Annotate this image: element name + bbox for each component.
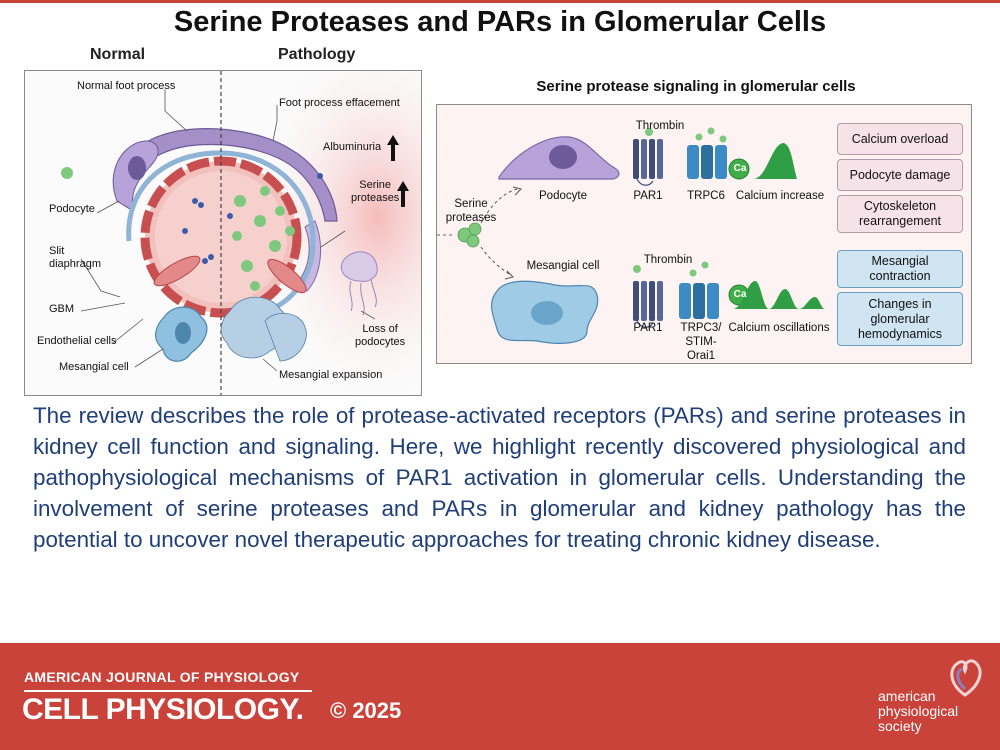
- signal-label-trpc6: TRPC6: [687, 190, 725, 202]
- podocyte-foot-layer: [124, 128, 338, 222]
- podocyte-par1-receptor: [633, 139, 663, 186]
- label-endothelial-cells: Endothelial cells: [37, 335, 117, 347]
- label-loss-of-podocytes: Loss of podocytes: [355, 323, 406, 348]
- signaling-title: Serine protease signaling in glomerular …: [536, 78, 856, 95]
- mesangial-trpc3-channel: [679, 283, 719, 319]
- podocyte-ca-ion: [728, 158, 750, 180]
- label-podocyte: Podocyte: [49, 203, 95, 215]
- summary-text: The review describes the role of proteas…: [33, 403, 966, 552]
- effect-podocyte-damage: Podocyte damage: [837, 159, 963, 191]
- label-leader-lines: [80, 89, 376, 372]
- signal-label-mesangial-ca: Ca: [733, 289, 747, 300]
- society-name: american physiological society: [878, 688, 959, 734]
- signaling-podocyte-nucleus: [549, 145, 577, 169]
- signal-label-podocyte: Podocyte: [539, 190, 587, 202]
- signal-label-mesangial-thrombin: Thrombin: [643, 254, 693, 266]
- journal-footer: AMERICAN JOURNAL OF PHYSIOLOGY CELL PHYS…: [0, 643, 1000, 750]
- signal-label-mesangial-par1: PAR1: [633, 322, 663, 334]
- mesangial-nucleus: [175, 322, 191, 344]
- endothelial-cell: [153, 255, 201, 287]
- journal-rule: [24, 690, 312, 692]
- podocyte-trpc6-channel: [687, 145, 727, 179]
- label-albuminuria: Albuminuria: [323, 141, 382, 153]
- label-gbm: GBM: [49, 303, 75, 315]
- signaling-mesangial-nucleus: [531, 301, 563, 325]
- label-mesangial-expansion: Mesangial expansion: [279, 369, 383, 381]
- effect-glomerular-hemodynamics: Changes in glomerular hemodynamics: [837, 292, 963, 346]
- label-mesangial-cell: Mesangial cell: [59, 361, 129, 373]
- protease-arrow-head: [397, 181, 409, 191]
- journal-name-small: AMERICAN JOURNAL OF PHYSIOLOGY: [24, 669, 300, 685]
- effect-mesangial-contraction: Mesangial contraction: [837, 250, 963, 288]
- signal-label-podocyte-thrombin: Thrombin: [635, 120, 685, 132]
- protease-cluster: [457, 222, 482, 248]
- arrowhead-mesangial: [504, 270, 514, 280]
- signal-label-podocyte-par1: PAR1: [633, 190, 663, 202]
- protease-arrow-shaft: [401, 189, 405, 207]
- aps-logo-icon: [950, 659, 982, 697]
- pathology-label: Pathology: [278, 46, 356, 63]
- mesangial-ion-particles: [689, 261, 709, 277]
- copyright-year: © 2025: [330, 698, 402, 723]
- mesangial-thrombin-particle: [633, 265, 641, 273]
- signal-label-calcium-oscillations: Calcium oscillations: [728, 322, 830, 334]
- mesangial-par1-receptor: [633, 281, 663, 328]
- label-foot-process-effacement: Foot process effacement: [279, 97, 400, 109]
- label-slit-diaphragm: Slit diaphragm: [49, 245, 101, 270]
- serine-protease-particles: [61, 167, 295, 291]
- label-serine-proteases: Serine proteases: [351, 179, 400, 204]
- albuminuria-arrow-shaft: [391, 143, 395, 161]
- label-normal-foot-process: Normal foot process: [77, 80, 176, 92]
- effect-cytoskeleton-rearrangement: Cytoskeleton rearrangement: [837, 195, 963, 233]
- signaling-drawing: [437, 127, 825, 344]
- signal-label-podocyte-ca: Ca: [733, 163, 747, 174]
- normal-label: Normal: [90, 46, 146, 63]
- podocyte-ion-particles: [695, 127, 727, 143]
- podocyte-nucleus: [128, 156, 146, 180]
- arrowhead-podocyte: [512, 186, 522, 196]
- signal-label-mesangial-cell: Mesangial cell: [526, 260, 600, 272]
- signaling-diagram: Serine proteases Podocyte Thrombin PAR1 …: [436, 104, 972, 364]
- podocyte-thrombin-particle: [645, 128, 653, 136]
- signal-label-trpc3-stim-orai1: TRPC3/ STIM- Orai1: [680, 322, 722, 362]
- signal-label-serine-proteases: Serine proteases: [445, 198, 497, 224]
- effect-calcium-overload: Calcium overload: [837, 123, 963, 155]
- mesangial-expansion-matrix: [220, 296, 307, 362]
- glomerulus-drawing: [61, 71, 421, 395]
- calcium-increase-curve: [753, 143, 797, 179]
- top-accent-line: [0, 0, 1000, 3]
- endothelial-cell: [267, 258, 307, 294]
- journal-name-large: CELL PHYSIOLOGY.: [22, 693, 304, 726]
- albuminuria-arrow-head: [387, 135, 399, 145]
- arrow-to-mesangial: [480, 246, 512, 276]
- detached-podocyte: [341, 251, 378, 282]
- page-title: Serine Proteases and PARs in Glomerular …: [173, 6, 827, 38]
- signal-label-calcium-increase: Calcium increase: [735, 190, 825, 202]
- glomerulus-illustration: Normal foot process Foot process effacem…: [24, 70, 422, 396]
- calcium-oscillation-curve: [733, 281, 825, 309]
